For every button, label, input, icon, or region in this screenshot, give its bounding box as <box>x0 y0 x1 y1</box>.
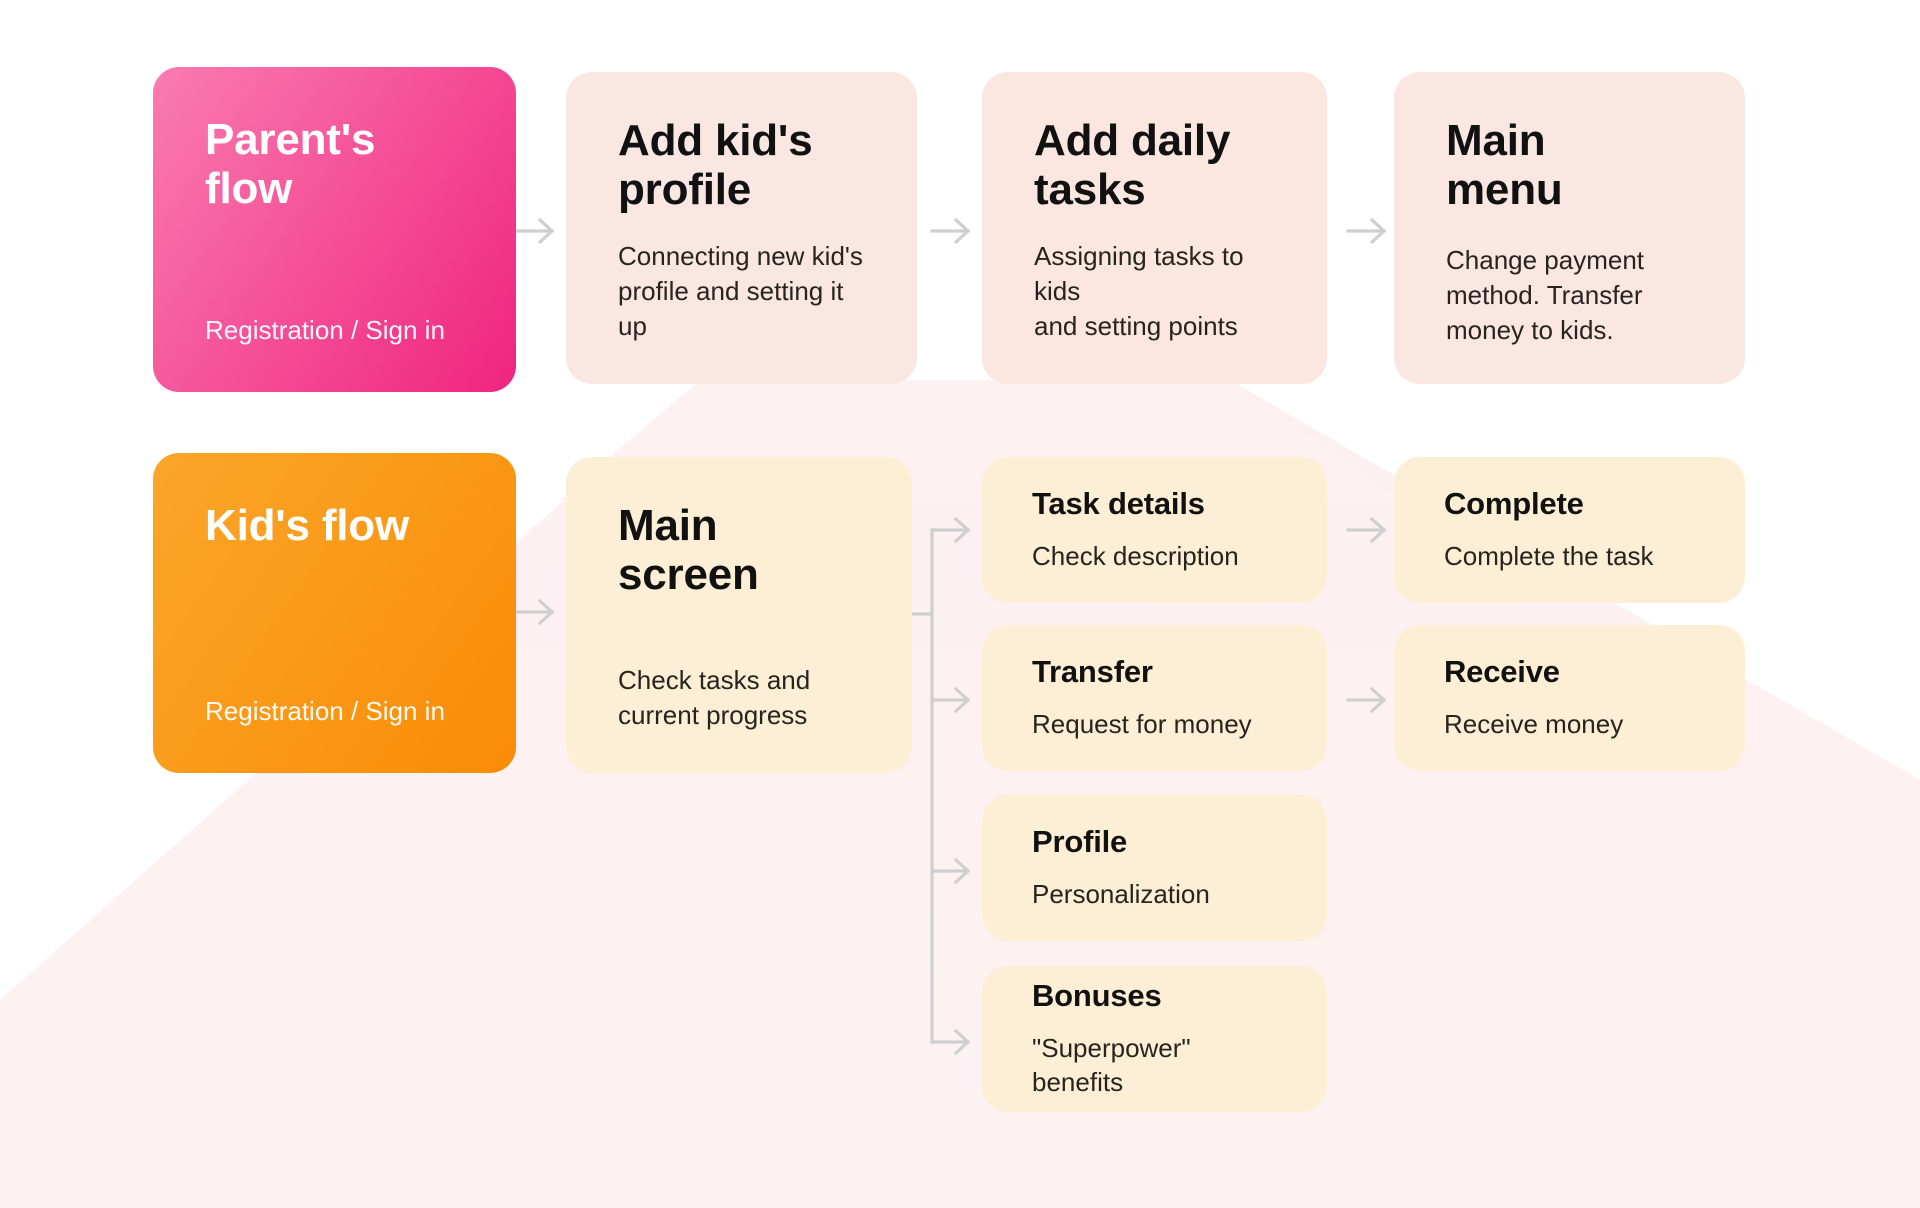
card-title: Bonuses <box>1032 978 1162 1014</box>
card-title: Complete <box>1444 486 1584 522</box>
arrow-right-icon <box>1346 516 1387 544</box>
card-title: Receive <box>1444 654 1560 690</box>
card-profile[interactable]: Profile Personalization <box>982 795 1327 941</box>
card-parents-flow[interactable]: Parent's flow Registration / Sign in <box>153 67 516 392</box>
card-description: Personalization <box>1032 878 1210 909</box>
card-description: Complete the task <box>1444 540 1654 571</box>
card-description: Assigning tasks to kids and setting poin… <box>1034 240 1244 341</box>
card-title: Task details <box>1032 486 1205 522</box>
card-title: Parent's flow <box>205 115 376 214</box>
card-receive[interactable]: Receive Receive money <box>1394 625 1745 771</box>
arrow-right-icon <box>930 686 971 714</box>
card-title: Main screen <box>618 501 759 600</box>
card-title: Kid's flow <box>205 501 410 550</box>
card-description: Receive money <box>1444 708 1624 739</box>
card-main-screen[interactable]: Main screen Check tasks and current prog… <box>566 457 912 773</box>
card-kids-flow[interactable]: Kid's flow Registration / Sign in <box>153 453 516 773</box>
card-description: "Superpower" benefits <box>1032 1033 1191 1097</box>
card-add-daily-tasks[interactable]: Add daily tasks Assigning tasks to kids … <box>982 72 1327 384</box>
card-title: Add daily tasks <box>1034 116 1231 215</box>
card-task-details[interactable]: Task details Check description <box>982 457 1327 603</box>
card-bonuses[interactable]: Bonuses "Superpower" benefits <box>982 966 1327 1112</box>
arrow-right-icon <box>930 516 971 544</box>
card-title: Profile <box>1032 824 1128 860</box>
arrow-right-icon <box>514 217 555 245</box>
card-add-kids-profile[interactable]: Add kid's profile Connecting new kid's p… <box>566 72 917 384</box>
arrow-right-icon <box>1346 217 1387 245</box>
arrow-right-icon <box>930 217 971 245</box>
card-complete[interactable]: Complete Complete the task <box>1394 457 1745 603</box>
arrow-right-icon <box>930 857 971 885</box>
card-title: Transfer <box>1032 654 1153 690</box>
arrow-right-icon <box>1346 686 1387 714</box>
card-description: Check tasks and current progress <box>618 664 811 730</box>
card-description: Change payment method. Transfer money to… <box>1446 244 1645 345</box>
card-title: Main menu <box>1446 116 1563 215</box>
card-title: Add kid's profile <box>618 116 813 215</box>
arrow-right-icon <box>514 598 555 626</box>
card-description: Request for money <box>1032 708 1252 739</box>
card-description: Registration / Sign in <box>205 315 445 346</box>
card-main-menu[interactable]: Main menu Change payment method. Transfe… <box>1394 72 1745 384</box>
arrow-right-icon <box>930 1028 971 1056</box>
card-description: Registration / Sign in <box>205 696 445 727</box>
card-description: Check description <box>1032 540 1239 571</box>
card-description: Connecting new kid's profile and setting… <box>618 240 863 341</box>
card-transfer[interactable]: Transfer Request for money <box>982 625 1327 771</box>
